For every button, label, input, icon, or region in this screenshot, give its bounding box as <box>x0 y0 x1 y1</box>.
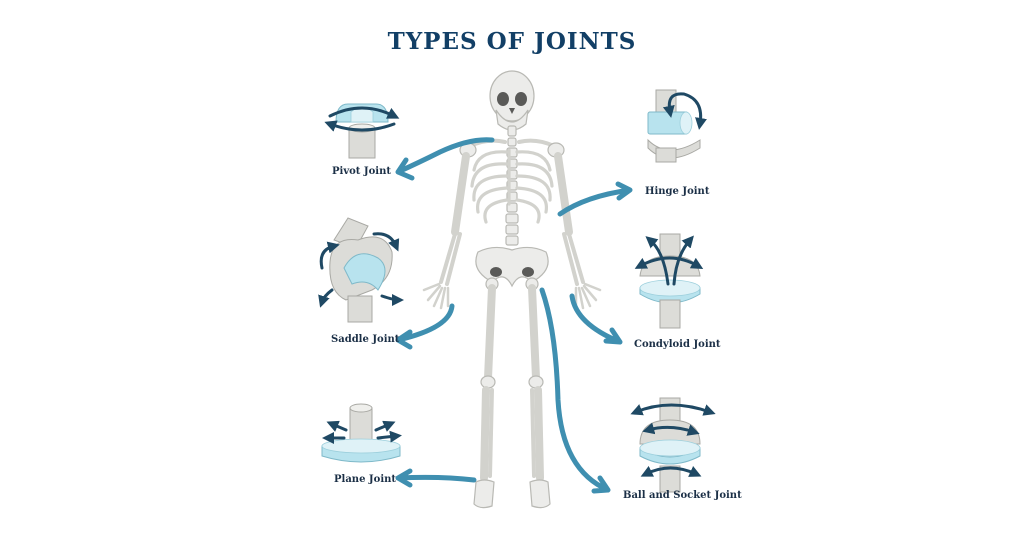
right-clavicle <box>517 138 556 148</box>
condyloid-joint-label: Condyloid Joint <box>634 339 721 350</box>
right-femur <box>528 284 540 382</box>
pivot-joint-icon <box>324 103 400 159</box>
hinge-joint-icon <box>647 89 707 163</box>
jaw <box>495 109 529 131</box>
arrow-to-condyloid <box>569 293 623 345</box>
ball-socket-joint-icon <box>630 397 716 493</box>
pivot-joint-label: Pivot Joint <box>332 166 391 177</box>
right-tibia <box>534 386 544 482</box>
arrow-to-saddle <box>395 303 455 350</box>
right-foot <box>529 479 551 509</box>
right-eye-socket <box>515 92 527 106</box>
left-kneecap <box>480 375 496 389</box>
hinge-joint-label: Hinge Joint <box>645 186 710 197</box>
left-tibia <box>480 386 490 482</box>
right-hand <box>574 282 602 310</box>
left-humerus <box>451 152 470 236</box>
left-femur <box>484 284 496 382</box>
left-hand <box>422 282 450 310</box>
right-fibula <box>530 388 536 478</box>
ball-socket-joint-label: Ball and Socket Joint <box>623 490 742 501</box>
saddle-joint-label: Saddle Joint <box>331 334 400 345</box>
right-humerus <box>554 152 573 236</box>
left-fibula <box>488 388 494 478</box>
plane-joint-icon <box>321 403 402 463</box>
skeleton-illustration <box>422 70 602 509</box>
arrow-to-ball-socket <box>539 287 611 494</box>
arrow-to-hinge <box>557 181 633 217</box>
right-radius <box>567 232 585 284</box>
right-kneecap <box>528 375 544 389</box>
rib-cage <box>470 148 554 224</box>
left-eye-socket <box>497 92 509 106</box>
arrow-to-pivot <box>395 137 495 181</box>
diagram-title: TYPES OF JOINTS <box>387 28 637 55</box>
nasal-cavity <box>509 108 515 114</box>
left-ulna <box>445 232 462 286</box>
right-ulna <box>562 232 579 286</box>
left-radius <box>439 232 457 284</box>
condyloid-joint-icon <box>634 233 704 329</box>
plane-joint-label: Plane Joint <box>334 474 397 485</box>
saddle-joint-icon <box>318 217 404 323</box>
pointer-arrows <box>395 137 633 494</box>
skull <box>489 70 535 122</box>
arrow-to-plane <box>395 468 477 488</box>
left-foot <box>473 479 495 509</box>
